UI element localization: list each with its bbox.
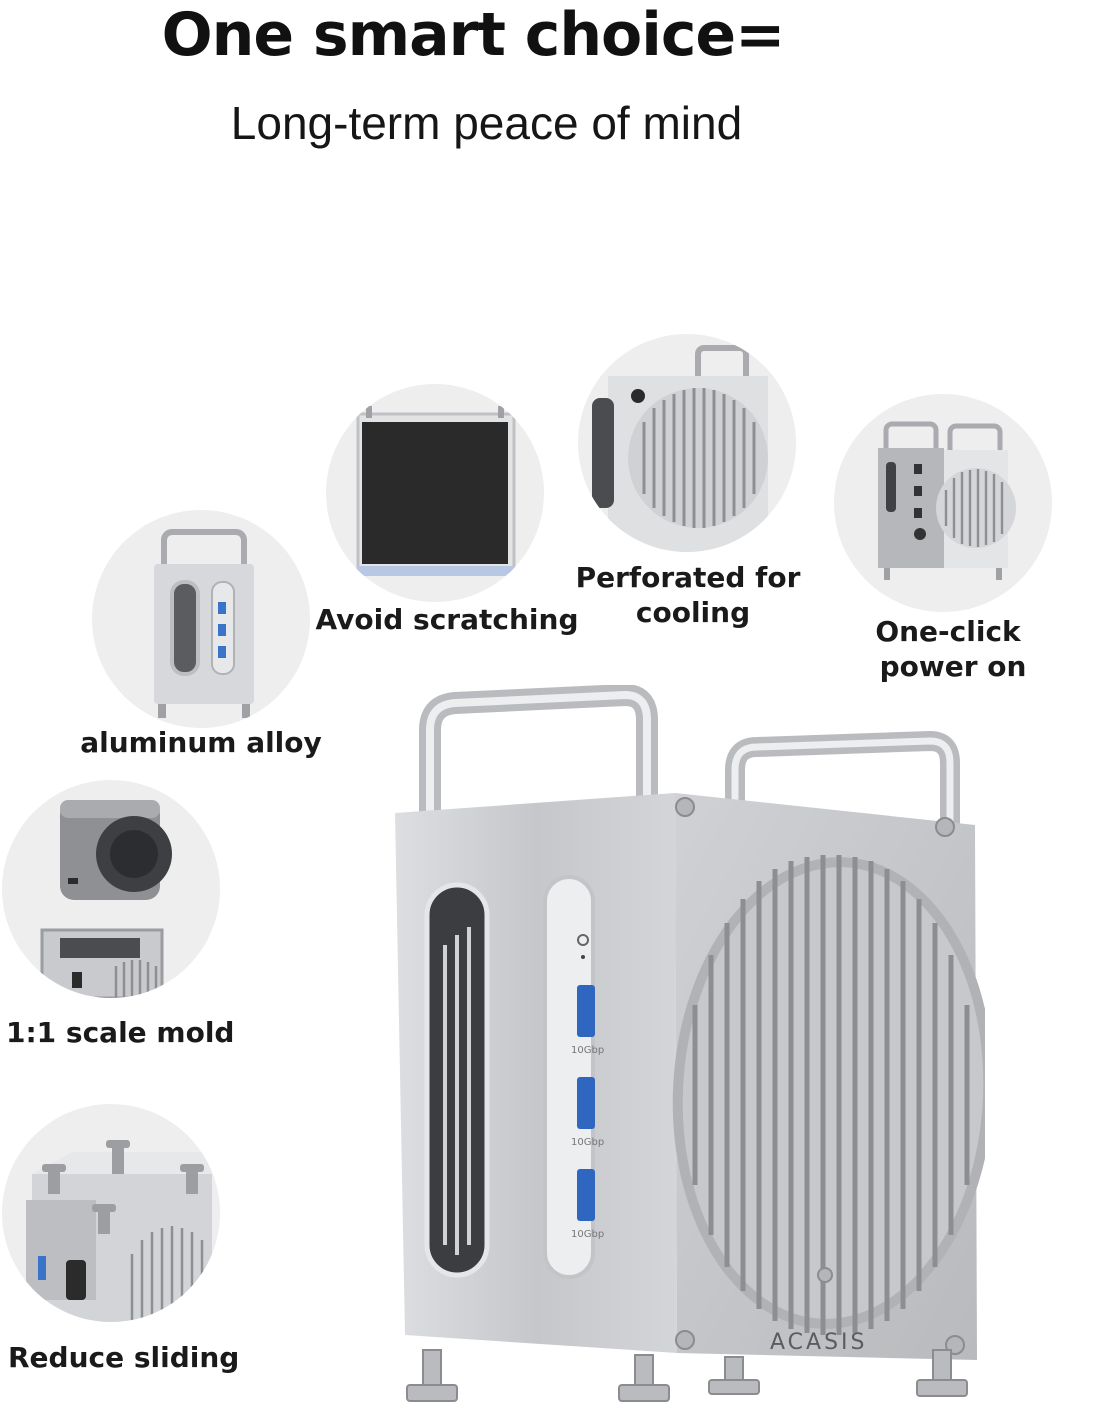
product-hero-image: 10Gbp 10Gbp 10Gbp (385, 685, 985, 1410)
mini-pc-fit-icon (40, 800, 172, 998)
anti-slip-feet-icon (26, 1140, 212, 1322)
perforated-cooling-image (578, 334, 796, 552)
case-top-panel-icon (356, 406, 516, 576)
port-label-3: 10Gbp (571, 1229, 604, 1240)
scale-mold-image (2, 780, 220, 998)
scale-mold-label: 1:1 scale mold (6, 1016, 235, 1049)
brand-logo: ACASIS (770, 1330, 868, 1355)
case-side-ports-icon (154, 529, 254, 718)
vent-grille-icon (592, 345, 768, 552)
cooling-label-line2: cooling (635, 596, 751, 629)
port-label-2: 10Gbp (571, 1137, 604, 1148)
avoid-scratching-image (326, 384, 544, 602)
reduce-sliding-label: Reduce sliding (8, 1341, 240, 1374)
power-label-line1: One-click (875, 615, 1021, 648)
avoid-scratching-label: Avoid scratching (315, 603, 579, 636)
aluminum-alloy-label: aluminum alloy (80, 726, 322, 759)
port-label-1: 10Gbp (571, 1045, 604, 1056)
subheadline: Long-term peace of mind (230, 97, 743, 149)
aluminum-alloy-image (92, 510, 310, 728)
one-click-power-image (834, 394, 1052, 612)
power-label-line2: power on (879, 650, 1027, 683)
aluminum-case-illustration: 10Gbp 10Gbp 10Gbp (395, 685, 985, 1402)
headline: One smart choice= (161, 0, 786, 70)
power-button-icon (878, 421, 1016, 580)
reduce-sliding-image (2, 1104, 220, 1322)
cooling-label-line1: Perforated for (575, 561, 801, 594)
